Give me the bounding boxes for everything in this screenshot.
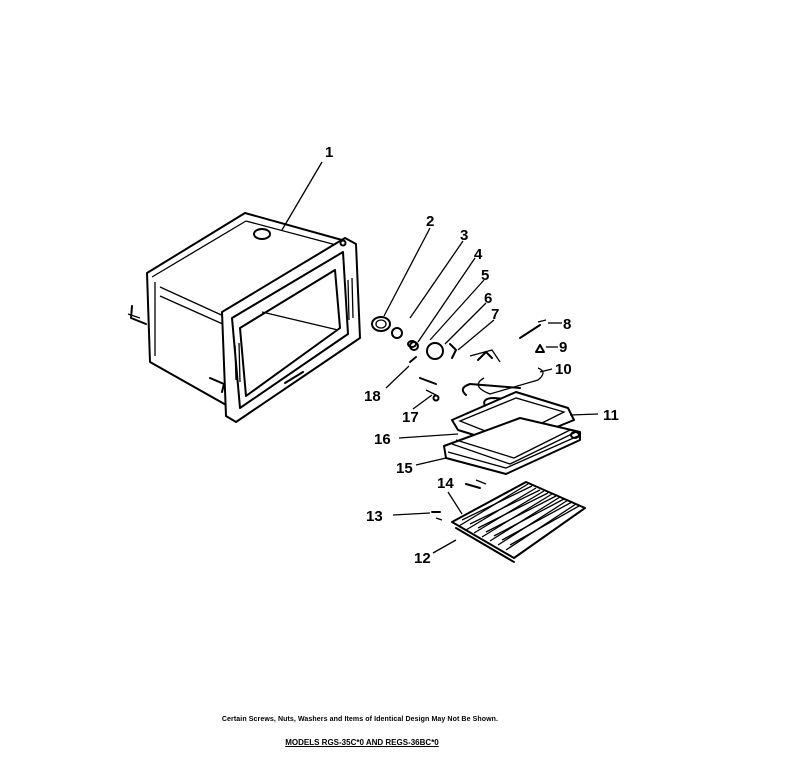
washer-part-4 <box>407 340 417 348</box>
callout-17: 17 <box>402 409 419 426</box>
callout-4: 4 <box>474 246 483 263</box>
callout-14: 14 <box>437 475 454 492</box>
leader-line-12 <box>432 539 457 554</box>
callout-9: 9 <box>559 339 567 356</box>
leader-line-3 <box>409 240 464 319</box>
footnote-text: Certain Screws, Nuts, Washers and Items … <box>221 716 499 723</box>
callout-5: 5 <box>481 267 489 284</box>
clip-part-7 <box>449 343 457 359</box>
callout-7: 7 <box>491 306 499 323</box>
callout-12: 12 <box>414 550 431 567</box>
leader-line-15 <box>415 457 447 466</box>
callout-15: 15 <box>396 460 413 477</box>
leader-line-4 <box>417 257 476 343</box>
callout-8: 8 <box>563 316 571 333</box>
stud-part-13 <box>431 511 443 521</box>
callout-13: 13 <box>366 508 383 525</box>
callout-18: 18 <box>364 388 381 405</box>
screw-part-8 <box>519 319 547 339</box>
leader-line-5 <box>429 279 485 341</box>
oven-liner-part-1 <box>127 212 361 423</box>
leader-line-13 <box>392 512 431 516</box>
socket-ring-part-2 <box>371 316 391 332</box>
leader-line-16 <box>398 433 459 439</box>
screw-part-18 <box>409 356 417 363</box>
rack-guide-part-14 <box>465 479 487 489</box>
leader-line-6 <box>444 302 487 345</box>
callout-2: 2 <box>426 213 434 230</box>
leader-line-17 <box>412 394 433 410</box>
callout-6: 6 <box>484 290 492 307</box>
leader-line-1 <box>281 161 323 231</box>
oven-rack-part-12 <box>451 481 586 563</box>
callout-10: 10 <box>555 361 572 378</box>
leader-line-14 <box>447 491 463 515</box>
lens-part-6 <box>426 342 444 360</box>
callout-1: 1 <box>325 144 333 161</box>
leader-line-11 <box>569 413 599 416</box>
leader-line-18 <box>385 365 410 389</box>
leader-line-2 <box>383 227 431 317</box>
pin-part-3 <box>391 327 403 339</box>
callout-11: 11 <box>603 407 619 424</box>
lamp-part-5 <box>409 341 419 351</box>
callout-16: 16 <box>374 431 391 448</box>
nut-part-9 <box>535 344 545 353</box>
models-caption: MODELS RGS-35C*0 AND REGS-36BC*0 <box>285 738 439 747</box>
callout-3: 3 <box>460 227 468 244</box>
leader-line-10 <box>539 368 553 373</box>
terminal-part-17 <box>419 377 440 402</box>
broiler-pan-part-15 <box>443 417 581 475</box>
leader-line-7 <box>457 319 495 351</box>
